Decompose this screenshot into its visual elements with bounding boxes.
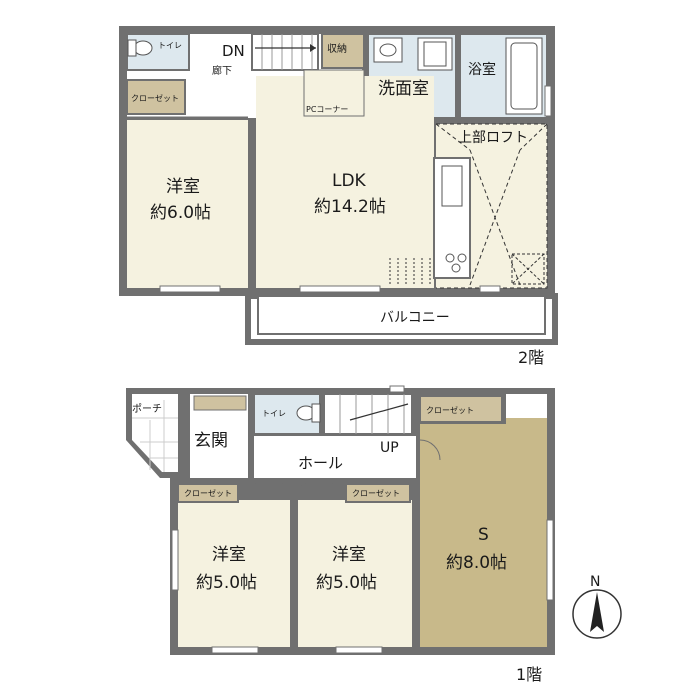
hall [254, 436, 416, 478]
stair-1f [323, 393, 413, 435]
compass-needle-icon [590, 592, 604, 632]
closet-b-label: クローゼット [352, 488, 400, 498]
hallway-2f-label: 廊下 [212, 64, 232, 77]
storage-2f-label: 収納 [327, 42, 347, 55]
stair-up-label: UP [380, 440, 399, 456]
closet-top-label: クローゼット [426, 405, 474, 415]
ldk-area: 約14.2帖 [314, 197, 386, 217]
floor-1: ポーチ 玄関 トイレ クローゼット ホール UP クローゼット クローゼット 洋… [126, 385, 555, 684]
stair-dn-label: DN [222, 42, 245, 60]
stair-2f [251, 33, 319, 71]
compass: N [572, 574, 622, 639]
s-room-name: S [478, 525, 489, 545]
pc-corner-label: PCコーナー [306, 105, 348, 114]
western-2f-name: 洋室 [166, 177, 200, 197]
washroom-label: 洗面室 [378, 79, 429, 99]
floor-2-label: 2階 [518, 348, 544, 367]
closet-top-1f [419, 395, 503, 423]
western-b-name: 洋室 [332, 545, 366, 565]
s-room-area: 約8.0帖 [446, 553, 507, 573]
western-room-b [298, 500, 412, 647]
western-room-2f [127, 120, 248, 288]
s-room [420, 394, 547, 647]
toilet-1f-label: トイレ [262, 409, 286, 418]
hall-label: ホール [298, 454, 343, 472]
toilet-1f [253, 393, 321, 435]
western-a-area: 約5.0帖 [196, 573, 257, 593]
floor-1-label: 1階 [516, 665, 542, 684]
bathroom-label: 浴室 [468, 61, 496, 78]
closet-2f-label: クローゼット [131, 93, 179, 103]
western-a-name: 洋室 [212, 545, 246, 565]
closet-a-label: クローゼット [184, 488, 232, 498]
loft-label: 上部ロフト [458, 130, 528, 146]
entrance-label: 玄関 [194, 431, 228, 451]
ldk-name: LDK [332, 171, 367, 191]
porch-label: ポーチ [132, 403, 162, 415]
western-b-area: 約5.0帖 [316, 573, 377, 593]
floor-2: トイレ DN 廊下 クローゼット 収納 洗面室 浴室 PCコーナー 上部ロフト … [119, 26, 558, 367]
compass-north-label: N [590, 574, 600, 590]
closet-b [345, 483, 411, 503]
closet-a [177, 483, 239, 503]
western-room-a [178, 500, 290, 647]
toilet-2f-label: トイレ [158, 41, 182, 50]
western-2f-area: 約6.0帖 [150, 203, 211, 223]
balcony-label: バルコニー [380, 310, 450, 326]
closet-2f [126, 79, 186, 115]
storage-2f [321, 33, 365, 69]
